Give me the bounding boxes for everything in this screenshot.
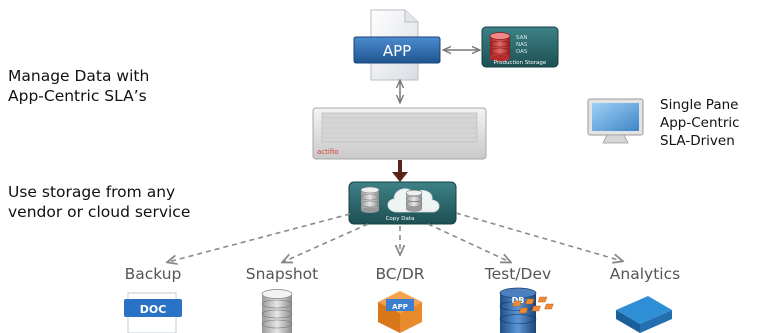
connector-testdev bbox=[427, 223, 510, 262]
appliance-brand-logo: actifio bbox=[317, 148, 339, 156]
use-storage-label: Use storage from any vendor or cloud ser… bbox=[8, 182, 190, 222]
single-pane-line3: SLA-Driven bbox=[660, 133, 735, 149]
copy-data-disk-icon bbox=[360, 186, 380, 213]
copy-data-caption: Copy Data bbox=[386, 216, 415, 222]
single-pane-label: Single Pane App-Centric SLA-Driven bbox=[660, 96, 740, 150]
connector-backup bbox=[168, 213, 351, 262]
cube-grid-icon bbox=[512, 296, 672, 333]
doc-icon: DOC bbox=[124, 292, 182, 333]
monitor-icon bbox=[587, 98, 644, 144]
use-case-label-testdev: Test/Dev bbox=[484, 265, 552, 283]
red-disk-icon bbox=[489, 32, 511, 62]
copy-data-cloud-disk-icon bbox=[405, 189, 423, 212]
db-cylinder-icon: DB bbox=[499, 287, 537, 333]
production-storage-caption: Production Storage bbox=[494, 60, 547, 66]
storage-line-das: DAS bbox=[516, 49, 528, 55]
use-storage-line2: vendor or cloud service bbox=[8, 203, 191, 221]
manage-data-line2: App-Centric SLA’s bbox=[8, 87, 147, 105]
use-case-label-bcdr: BC/DR bbox=[375, 265, 425, 283]
copy-data-box: Copy Data bbox=[348, 181, 457, 225]
db-icon-text: DB bbox=[512, 296, 525, 305]
production-storage-box: SAN NAS DAS Production Storage bbox=[481, 26, 559, 68]
app-box-icon-text: APP bbox=[392, 303, 408, 311]
manage-data-line1: Manage Data with bbox=[8, 67, 150, 85]
app-box-label: APP bbox=[383, 42, 411, 60]
single-pane-line2: App-Centric bbox=[660, 115, 740, 131]
app-box-icon: APP bbox=[378, 291, 422, 333]
database-stack-icon bbox=[261, 289, 293, 333]
connector-analytics bbox=[455, 212, 622, 261]
use-case-label-analytics: Analytics bbox=[609, 265, 681, 283]
connector-snapshot bbox=[283, 223, 369, 262]
dashed-connectors bbox=[168, 212, 622, 262]
use-storage-line1: Use storage from any bbox=[8, 183, 176, 201]
app-box: APP bbox=[353, 36, 441, 64]
actifio-appliance: actifio bbox=[312, 107, 487, 160]
single-pane-line1: Single Pane bbox=[660, 97, 739, 113]
storage-line-san: SAN bbox=[516, 35, 527, 41]
appliance-copydata-arrow bbox=[392, 160, 408, 182]
storage-line-nas: NAS bbox=[516, 42, 528, 48]
use-case-label-backup: Backup bbox=[124, 265, 182, 283]
use-case-label-snapshot: Snapshot bbox=[245, 265, 319, 283]
doc-icon-text: DOC bbox=[140, 303, 167, 316]
manage-data-label: Manage Data with App-Centric SLA’s bbox=[8, 66, 149, 106]
